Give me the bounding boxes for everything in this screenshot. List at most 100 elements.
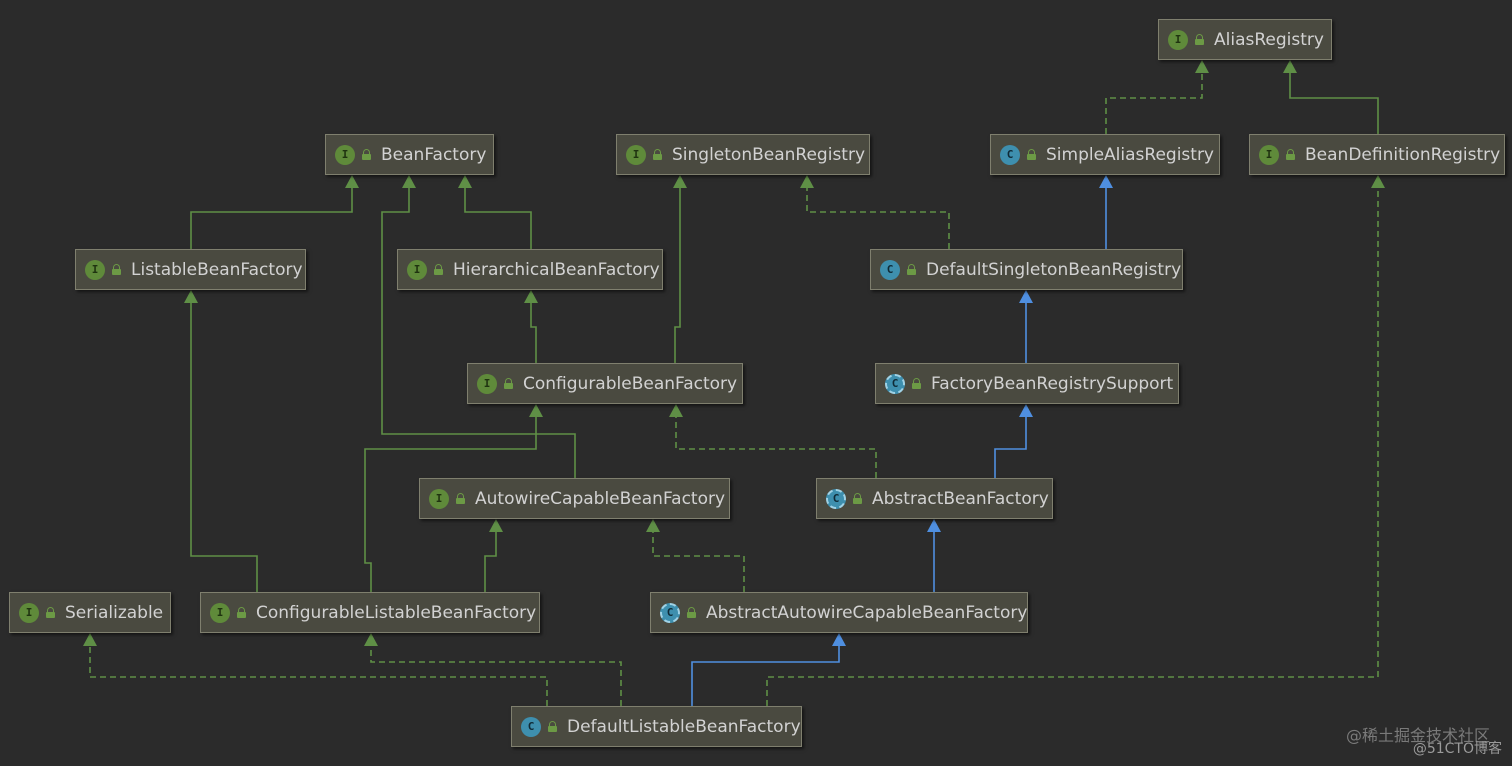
class-node-abstract-bean-factory[interactable]: C AbstractBeanFactory [816, 478, 1053, 519]
edge-line [190, 188, 353, 249]
interface-kind-icon: I [429, 488, 449, 509]
interface-kind-icon: I [335, 144, 355, 165]
edge-line [674, 188, 681, 363]
public-visibility-icon [548, 720, 558, 732]
public-visibility-icon [1195, 33, 1205, 45]
edge-factory-bean-registry-support-to-default-singleton-bean-registry [1019, 290, 1033, 363]
edge-line [364, 417, 537, 592]
arrowhead-icon [402, 175, 416, 188]
edge-line [691, 646, 840, 706]
class-node-label: AliasRegistry [1214, 29, 1324, 50]
interface-kind-icon: I [477, 373, 497, 394]
interface-kind-icon: I [626, 144, 646, 165]
public-visibility-icon [912, 377, 922, 389]
edge-configurable-listable-bean-factory-to-configurable-bean-factory [364, 404, 543, 592]
arrowhead-icon [1371, 175, 1385, 188]
edge-line [381, 188, 576, 478]
edge-abstract-bean-factory-to-factory-bean-registry-support [994, 404, 1033, 478]
class-node-label: AbstractAutowireCapableBeanFactory [706, 602, 1028, 623]
arrowhead-icon [673, 175, 687, 188]
arrowhead-icon [458, 175, 472, 188]
arrowhead-icon [1019, 404, 1033, 417]
interface-kind-icon: I [85, 259, 105, 280]
abstract-kind-icon: C [826, 488, 846, 509]
edge-line [89, 646, 548, 706]
class-node-hierarchical-bean-factory[interactable]: I HierarchicalBeanFactory [397, 249, 663, 290]
arrowhead-icon [800, 175, 814, 188]
edge-default-singleton-bean-registry-to-simple-alias-registry [1099, 175, 1113, 249]
class-node-label: FactoryBeanRegistrySupport [931, 373, 1174, 394]
public-visibility-icon [653, 148, 663, 160]
edge-line [766, 188, 1379, 706]
arrowhead-icon [1283, 60, 1297, 73]
arrowhead-icon [927, 519, 941, 532]
edge-abstract-autowire-capable-bean-factory-to-autowire-capable-bean-factory [646, 519, 745, 592]
public-visibility-icon [1027, 148, 1037, 160]
class-node-abstract-autowire-capable-bean-factory[interactable]: C AbstractAutowireCapableBeanFactory [650, 592, 1028, 633]
class-kind-icon: C [880, 259, 900, 280]
class-node-label: HierarchicalBeanFactory [453, 259, 660, 280]
public-visibility-icon [434, 263, 444, 275]
class-node-default-singleton-bean-registry[interactable]: C DefaultSingletonBeanRegistry [870, 249, 1183, 290]
edge-line [994, 417, 1027, 478]
edge-line [675, 417, 877, 478]
class-node-label: Serializable [65, 602, 164, 623]
public-visibility-icon [46, 606, 56, 618]
arrowhead-icon [364, 633, 378, 646]
class-kind-icon: C [521, 716, 541, 737]
edge-line [370, 646, 622, 706]
abstract-kind-icon: C [660, 602, 680, 623]
edge-bean-definition-registry-to-alias-registry [1283, 60, 1379, 134]
public-visibility-icon [687, 606, 697, 618]
class-node-autowire-capable-bean-factory[interactable]: I AutowireCapableBeanFactory [419, 478, 730, 519]
interface-kind-icon: I [407, 259, 427, 280]
edge-line [190, 303, 258, 592]
arrowhead-icon [83, 633, 97, 646]
interface-kind-icon: I [19, 602, 39, 623]
class-node-label: AbstractBeanFactory [872, 488, 1049, 509]
edge-default-singleton-bean-registry-to-singleton-bean-registry [800, 175, 950, 249]
edge-configurable-bean-factory-to-singleton-bean-registry [673, 175, 687, 363]
class-node-label: AutowireCapableBeanFactory [475, 488, 726, 509]
arrowhead-icon [1099, 175, 1113, 188]
arrowhead-icon [529, 404, 543, 417]
class-node-factory-bean-registry-support[interactable]: C FactoryBeanRegistrySupport [875, 363, 1179, 404]
public-visibility-icon [237, 606, 247, 618]
class-kind-icon: C [1000, 144, 1020, 165]
arrowhead-icon [524, 290, 538, 303]
edge-abstract-bean-factory-to-configurable-bean-factory [669, 404, 877, 478]
edge-abstract-autowire-capable-bean-factory-to-abstract-bean-factory [927, 519, 941, 592]
class-node-label: BeanDefinitionRegistry [1305, 144, 1501, 165]
edge-line [652, 532, 745, 592]
edge-default-listable-bean-factory-to-bean-definition-registry [766, 175, 1385, 706]
edge-line [1289, 73, 1379, 134]
edge-hierarchical-bean-factory-to-bean-factory [458, 175, 532, 249]
edge-default-listable-bean-factory-to-abstract-autowire-capable-bean-factory [691, 633, 846, 706]
public-visibility-icon [362, 148, 372, 160]
edge-line [484, 532, 497, 592]
arrowhead-icon [669, 404, 683, 417]
watermark-juejin: @稀土掘金技术社区 [1345, 726, 1490, 745]
public-visibility-icon [456, 492, 466, 504]
public-visibility-icon [112, 263, 122, 275]
edge-line [1105, 73, 1203, 134]
arrowhead-icon [345, 175, 359, 188]
class-node-label: ConfigurableListableBeanFactory [256, 602, 537, 623]
abstract-kind-icon: C [885, 373, 905, 394]
edge-line [464, 188, 532, 249]
arrowhead-icon [1019, 290, 1033, 303]
edge-listable-bean-factory-to-bean-factory [190, 175, 359, 249]
class-node-serializable[interactable]: I Serializable [9, 592, 171, 633]
arrowhead-icon [1195, 60, 1209, 73]
class-node-label: DefaultSingletonBeanRegistry [926, 259, 1182, 280]
